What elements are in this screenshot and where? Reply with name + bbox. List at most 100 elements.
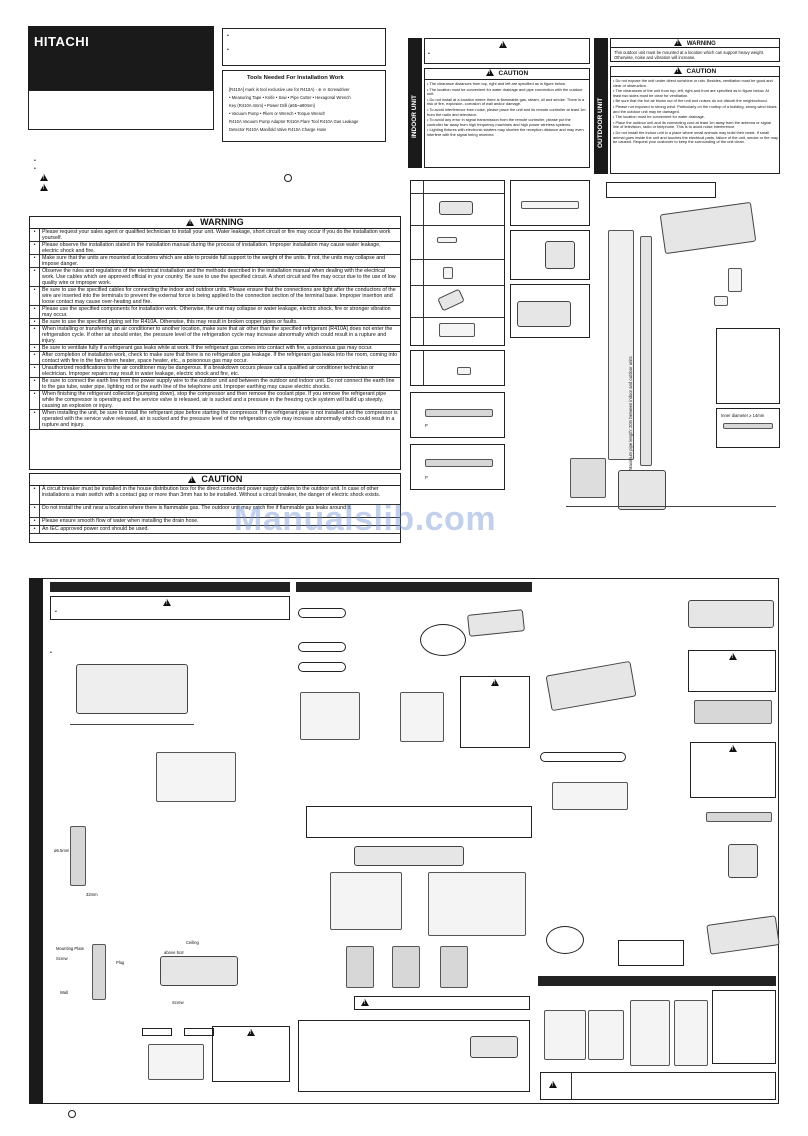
bullet: • xyxy=(30,255,40,267)
bullet: • xyxy=(30,352,40,364)
list-item: •Be sure to use the specified piping set… xyxy=(30,319,400,326)
wall-pipe-a xyxy=(544,1010,586,1060)
bullet: • xyxy=(30,287,40,305)
list-item-text: Be sure to use the specified cables for … xyxy=(42,287,396,305)
indoor-warn-box: • xyxy=(424,38,590,64)
caution-title: CAUTION xyxy=(201,474,243,484)
list-item: •Be sure to use the specified cables for… xyxy=(30,287,400,306)
detail-circle xyxy=(420,624,466,656)
list-item: •When installing the unit, be sure to in… xyxy=(30,410,400,430)
outdoor-unit-drawing xyxy=(618,470,666,510)
pipe-hole-box xyxy=(184,1028,214,1036)
outdoor-warn-box: WARNING This outdoor unit must be mounte… xyxy=(610,38,780,62)
unit-under-diagram xyxy=(552,782,628,810)
warning-icon xyxy=(40,184,48,192)
outdoor-side-tab: OUTDOOR UNIT xyxy=(594,38,608,174)
list-item-text: After completion of installation work, c… xyxy=(42,352,398,364)
indoor-caution-title: CAUTION xyxy=(498,70,529,77)
diagram-note-1 xyxy=(716,328,780,404)
list-item: •Please ensure smooth flow of water when… xyxy=(30,518,400,526)
hand-detail-2 xyxy=(428,872,526,936)
note-box xyxy=(306,806,532,838)
page-marker xyxy=(68,1110,76,1118)
caution-table: CAUTION •A circuit breaker must be insta… xyxy=(29,473,401,543)
pipe-length-label: Maximum pipe length: 20m between indoor … xyxy=(628,356,633,470)
drain-diagram-1: P xyxy=(410,392,505,438)
warning-table: WARNING •Please request your sales agent… xyxy=(29,216,401,470)
list-item: •Do not install the unit near a location… xyxy=(30,505,400,518)
list-item-text: • The location must be convenient for wa… xyxy=(613,115,705,120)
caution-note-box: • xyxy=(50,596,290,620)
indoor-unit-drawing xyxy=(659,201,757,255)
bullet: • xyxy=(30,268,40,286)
caution-wide-box xyxy=(354,996,530,1010)
tools-line: Key (R410A 4mm) • Power Drill (ø65~ø80mm… xyxy=(229,103,316,108)
caution-right-box xyxy=(688,650,776,692)
mounting-plate-part xyxy=(439,201,473,215)
list-item-text: Please ensure smooth flow of water when … xyxy=(42,518,199,524)
plug-part xyxy=(443,267,453,279)
caution-icon xyxy=(485,69,494,76)
tools-title: Tools Needed For Installation Work xyxy=(247,75,344,81)
list-item: •Be sure to connect the earth line from … xyxy=(30,378,400,391)
pipe-hole-diagram xyxy=(148,1044,204,1080)
list-item-text: • Do not install at a location where the… xyxy=(427,97,585,107)
list-item: •When installing or transferring an air … xyxy=(30,326,400,345)
parts-bottom xyxy=(410,350,505,386)
list-item: •Unauthorized modifications to the air c… xyxy=(30,365,400,378)
list-item: •An IEC approved power cord should be us… xyxy=(30,526,400,534)
list-item-text: Make sure that the units are mounted at … xyxy=(42,255,386,267)
warning-title: WARNING xyxy=(200,217,244,227)
diagram-title-box xyxy=(606,182,716,198)
drain-diagram-2: P xyxy=(410,444,505,490)
right-note-box xyxy=(712,990,776,1064)
bullet: • xyxy=(30,365,40,377)
outdoor-warning-title: WARNING xyxy=(686,41,716,47)
indoor-caution-list: • The clearance distances from top, righ… xyxy=(427,82,587,139)
drain-hose-c xyxy=(440,946,468,988)
list-item-text: Please observe the installation stated i… xyxy=(42,242,381,254)
remote-part xyxy=(437,288,465,312)
bullet: • xyxy=(30,326,40,344)
note-box-lower xyxy=(298,1020,530,1092)
list-item-text: • The clearances of the unit from top, l… xyxy=(613,89,769,98)
bottom-warn-box xyxy=(540,1072,776,1100)
parts-table xyxy=(410,180,505,346)
list-item-text: Do not install the unit near a location … xyxy=(42,505,352,511)
detail-label-box xyxy=(618,940,684,966)
brand-block: HITACHI xyxy=(28,26,214,90)
tools-line: [R410A] mark is tool exclusive use for R… xyxy=(229,87,350,92)
list-item: •Make sure that the units are mounted at… xyxy=(30,255,400,268)
list-item-text: • To avoid interference from noise, plea… xyxy=(427,107,586,117)
warning-list: •Please request your sales agent or qual… xyxy=(30,229,400,430)
list-item-text: • Please not exposed to strong wind. Par… xyxy=(613,104,777,114)
bullet: • xyxy=(30,306,40,318)
notes-box: • • xyxy=(222,28,386,66)
wall-panel xyxy=(608,230,634,460)
list-item-text: When installing the unit, be sure to ins… xyxy=(42,410,398,429)
diagram-note-2: Inner diameter ≥ 14mm xyxy=(716,408,780,448)
warning-icon xyxy=(499,41,507,48)
tools-box: Tools Needed For Installation Work [R410… xyxy=(222,70,386,142)
wrap-tape-diagram xyxy=(694,700,772,724)
outdoor-caution-list: • Do not expose the unit under direct su… xyxy=(613,79,778,146)
step-label xyxy=(540,752,626,762)
outdoor-caution-title: CAUTION xyxy=(686,68,717,75)
plate-on-wall-diagram xyxy=(160,956,238,986)
list-item: •Please request your sales agent or qual… xyxy=(30,229,400,242)
list-item-text: • Lighting fixtures with electronic star… xyxy=(427,128,584,137)
house-wall-drawing xyxy=(570,458,606,498)
tools-line: • Measuring Tape • Knife • Saw • Pipe Cu… xyxy=(229,95,351,100)
caution-icon xyxy=(361,999,369,1006)
bullet: • xyxy=(30,229,40,241)
list-item: •Please use the specified components for… xyxy=(30,306,400,319)
caution-icon xyxy=(673,67,682,74)
list-item-text: • The location must be convenient for wa… xyxy=(427,87,583,97)
list-item-text: Be sure to connect the earth line from t… xyxy=(42,378,395,390)
bullet: • xyxy=(30,505,40,517)
intro-bullets: • xyxy=(34,158,36,164)
parts-side-2 xyxy=(510,230,590,280)
bullet: • xyxy=(30,391,40,409)
bullet: • xyxy=(30,378,40,390)
bracket-drawing xyxy=(714,296,728,306)
